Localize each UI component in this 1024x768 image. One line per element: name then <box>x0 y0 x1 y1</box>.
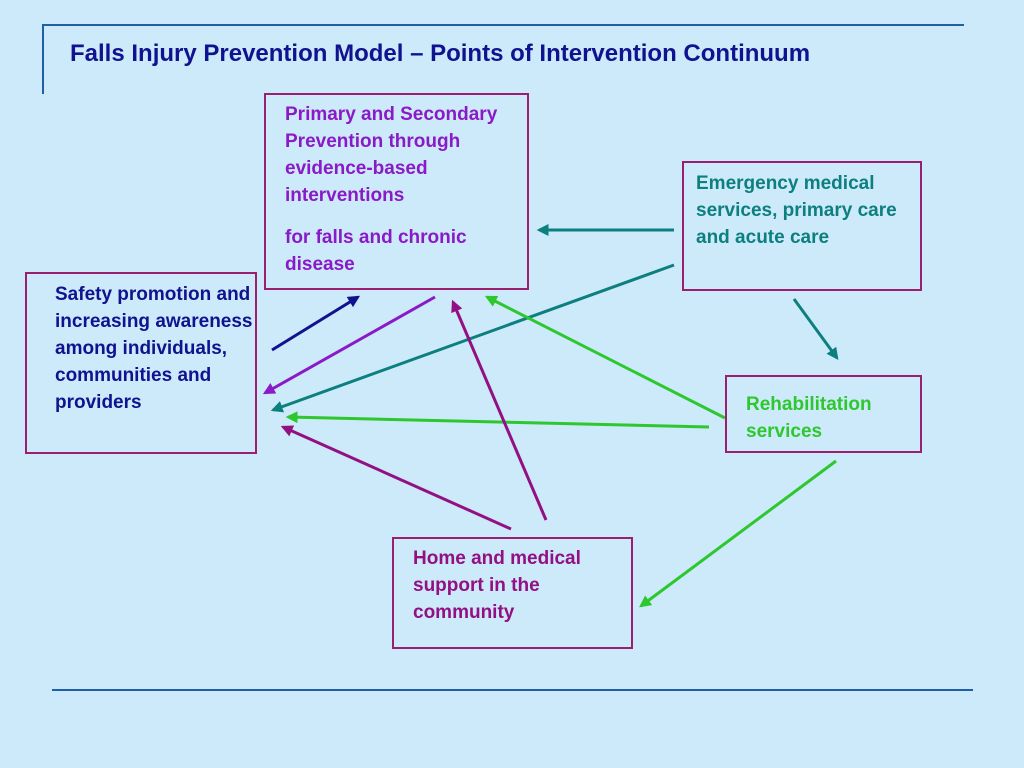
rehabilitation-text: Rehabilitation services <box>746 394 872 442</box>
arrow-emergency-to-safety <box>270 263 675 413</box>
primary-secondary-prevention-box: Primary and Secondary Prevention through… <box>264 93 529 290</box>
safety-promotion-text: Safety promotion and increasing awarenes… <box>55 284 253 413</box>
home-support-box: Home and medical support in the communit… <box>392 537 633 649</box>
arrow-rehab-to-home <box>639 459 837 608</box>
title-rule-top <box>42 24 964 26</box>
primary-prevention-subtext: for falls and chronic disease <box>285 227 467 275</box>
primary-prevention-text: Primary and Secondary Prevention through… <box>285 104 498 206</box>
bottom-rule <box>52 689 973 691</box>
arrow-rehab-to-safety <box>285 411 710 429</box>
title-rule-left <box>42 24 44 94</box>
arrow-rehab-to-primary <box>484 295 726 420</box>
home-support-text: Home and medical support in the communit… <box>413 548 581 623</box>
safety-promotion-box: Safety promotion and increasing awarenes… <box>25 272 257 454</box>
emergency-care-text: Emergency medical services, primary care… <box>696 173 897 248</box>
emergency-care-box: Emergency medical services, primary care… <box>682 161 922 291</box>
arrow-home-to-safety <box>280 425 512 531</box>
arrow-primary-to-safety <box>262 295 436 395</box>
arrow-home-to-primary <box>451 299 548 521</box>
rehabilitation-box: Rehabilitation services <box>725 375 922 453</box>
arrow-safety-to-primary <box>271 295 361 352</box>
arrow-emergency-to-rehab <box>792 298 839 360</box>
slide-title: Falls Injury Prevention Model – Points o… <box>70 40 811 67</box>
